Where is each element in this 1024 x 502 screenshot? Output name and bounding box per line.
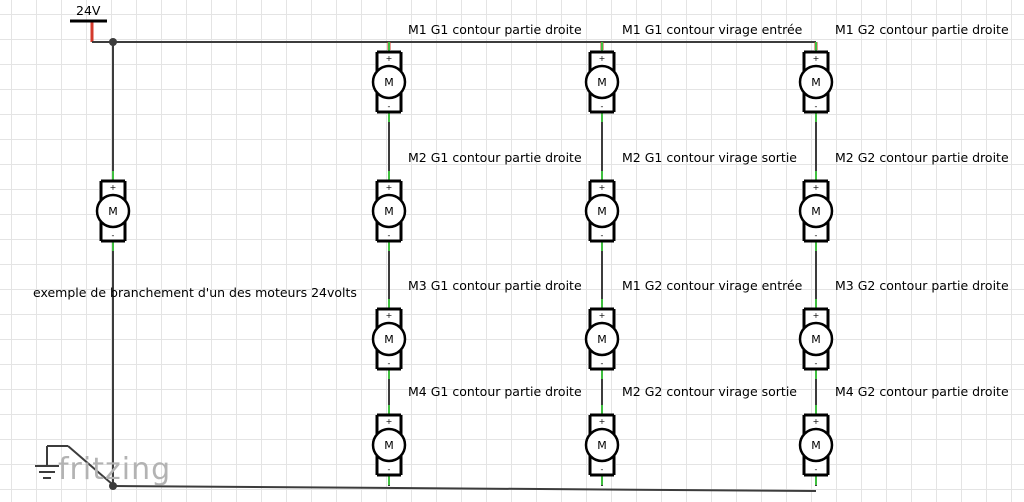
motors-layer: M + - M + - M + - M + - M + - M + - M + - M + - M + - M + - M + - M + - M + - <box>95 42 834 485</box>
motor-minus-mark: - <box>601 102 604 111</box>
motor-c2r3: M + - <box>584 299 620 379</box>
motor-label-c3r1: M1 G2 contour partie droite <box>835 22 1009 37</box>
motor-c1r4: M + - <box>371 405 407 485</box>
motor-letter: M <box>384 333 394 346</box>
motor-plus-mark: + <box>599 311 606 320</box>
motor-circle <box>584 193 620 229</box>
motor-c1r3: M + - <box>371 299 407 379</box>
motor-label-c2r4: M2 G2 contour virage sortie <box>622 384 797 399</box>
motor-letter: M <box>811 333 821 346</box>
motor-circle <box>798 427 834 463</box>
motor-minus-mark: - <box>388 465 391 474</box>
motor-plus-mark: + <box>813 183 820 192</box>
motor-plus-mark: + <box>386 54 393 63</box>
motor-c2r1: M + - <box>584 42 620 122</box>
motor-minus-mark: - <box>815 231 818 240</box>
wires-layer <box>90 21 818 492</box>
motor-circle <box>371 64 407 100</box>
motor-label-c3r4: M4 G2 contour partie droite <box>835 384 1009 399</box>
motor-circle <box>371 193 407 229</box>
motor-c3r3: M + - <box>798 299 834 379</box>
switch-icon <box>47 445 113 485</box>
motor-circle <box>371 321 407 357</box>
motor-minus-mark: - <box>601 359 604 368</box>
junction-dot-1 <box>109 38 117 46</box>
motor-label-c1r2: M2 G1 contour partie droite <box>408 150 582 165</box>
motor-minus-mark: - <box>388 359 391 368</box>
example-note: exemple de branchement d'un des moteurs … <box>33 285 357 300</box>
motor-example: M + - <box>95 171 131 251</box>
motor-minus-mark: - <box>815 465 818 474</box>
motor-plus-mark: + <box>386 417 393 426</box>
motor-plus-mark: + <box>813 54 820 63</box>
motor-letter: M <box>384 205 394 218</box>
motor-plus-mark: + <box>386 183 393 192</box>
motor-label-c2r1: M1 G1 contour virage entrée <box>622 22 803 37</box>
motor-circle <box>584 427 620 463</box>
motor-circle <box>584 64 620 100</box>
motor-letter: M <box>597 333 607 346</box>
motor-plus-mark: + <box>110 183 117 192</box>
motor-letter: M <box>597 439 607 452</box>
motor-minus-mark: - <box>601 231 604 240</box>
motor-label-c3r2: M2 G2 contour partie droite <box>835 150 1009 165</box>
bottom-bus-wire <box>112 485 817 492</box>
motor-c1r2: M + - <box>371 171 407 251</box>
motor-circle <box>798 64 834 100</box>
motor-circle <box>95 193 131 229</box>
motor-c3r1: M + - <box>798 42 834 122</box>
motor-c3r4: M + - <box>798 405 834 485</box>
motor-circle <box>798 193 834 229</box>
motor-plus-mark: + <box>599 417 606 426</box>
fritzing-watermark: fritzing <box>58 452 172 487</box>
motor-label-c2r3: M1 G2 contour virage entrée <box>622 278 803 293</box>
ground-icon <box>35 446 59 479</box>
motor-circle <box>584 321 620 357</box>
motor-c2r4: M + - <box>584 405 620 485</box>
motor-letter: M <box>384 76 394 89</box>
supply-voltage-label: 24V <box>76 3 101 18</box>
motor-c2r2: M + - <box>584 171 620 251</box>
motor-plus-mark: + <box>599 183 606 192</box>
motor-circle <box>371 427 407 463</box>
motor-letter: M <box>597 76 607 89</box>
motor-circle <box>798 321 834 357</box>
motor-label-c1r4: M4 G1 contour partie droite <box>408 384 582 399</box>
motor-plus-mark: + <box>813 311 820 320</box>
motor-minus-mark: - <box>388 102 391 111</box>
motor-letter: M <box>811 76 821 89</box>
motor-plus-mark: + <box>599 54 606 63</box>
motor-letter: M <box>811 205 821 218</box>
motor-label-c1r3: M3 G1 contour partie droite <box>408 278 582 293</box>
motor-label-c1r1: M1 G1 contour partie droite <box>408 22 582 37</box>
motor-c3r2: M + - <box>798 171 834 251</box>
motor-minus-mark: - <box>815 359 818 368</box>
motor-minus-mark: - <box>388 231 391 240</box>
motor-letter: M <box>811 439 821 452</box>
motor-letter: M <box>384 439 394 452</box>
motor-label-c3r3: M3 G2 contour partie droite <box>835 278 1009 293</box>
motor-c1r1: M + - <box>371 42 407 122</box>
motor-minus-mark: - <box>601 465 604 474</box>
motor-letter: M <box>108 205 118 218</box>
motor-plus-mark: + <box>813 417 820 426</box>
motor-minus-mark: - <box>815 102 818 111</box>
motor-plus-mark: + <box>386 311 393 320</box>
motor-label-c2r2: M2 G1 contour virage sortie <box>622 150 797 165</box>
motor-letter: M <box>597 205 607 218</box>
motor-minus-mark: - <box>112 231 115 240</box>
